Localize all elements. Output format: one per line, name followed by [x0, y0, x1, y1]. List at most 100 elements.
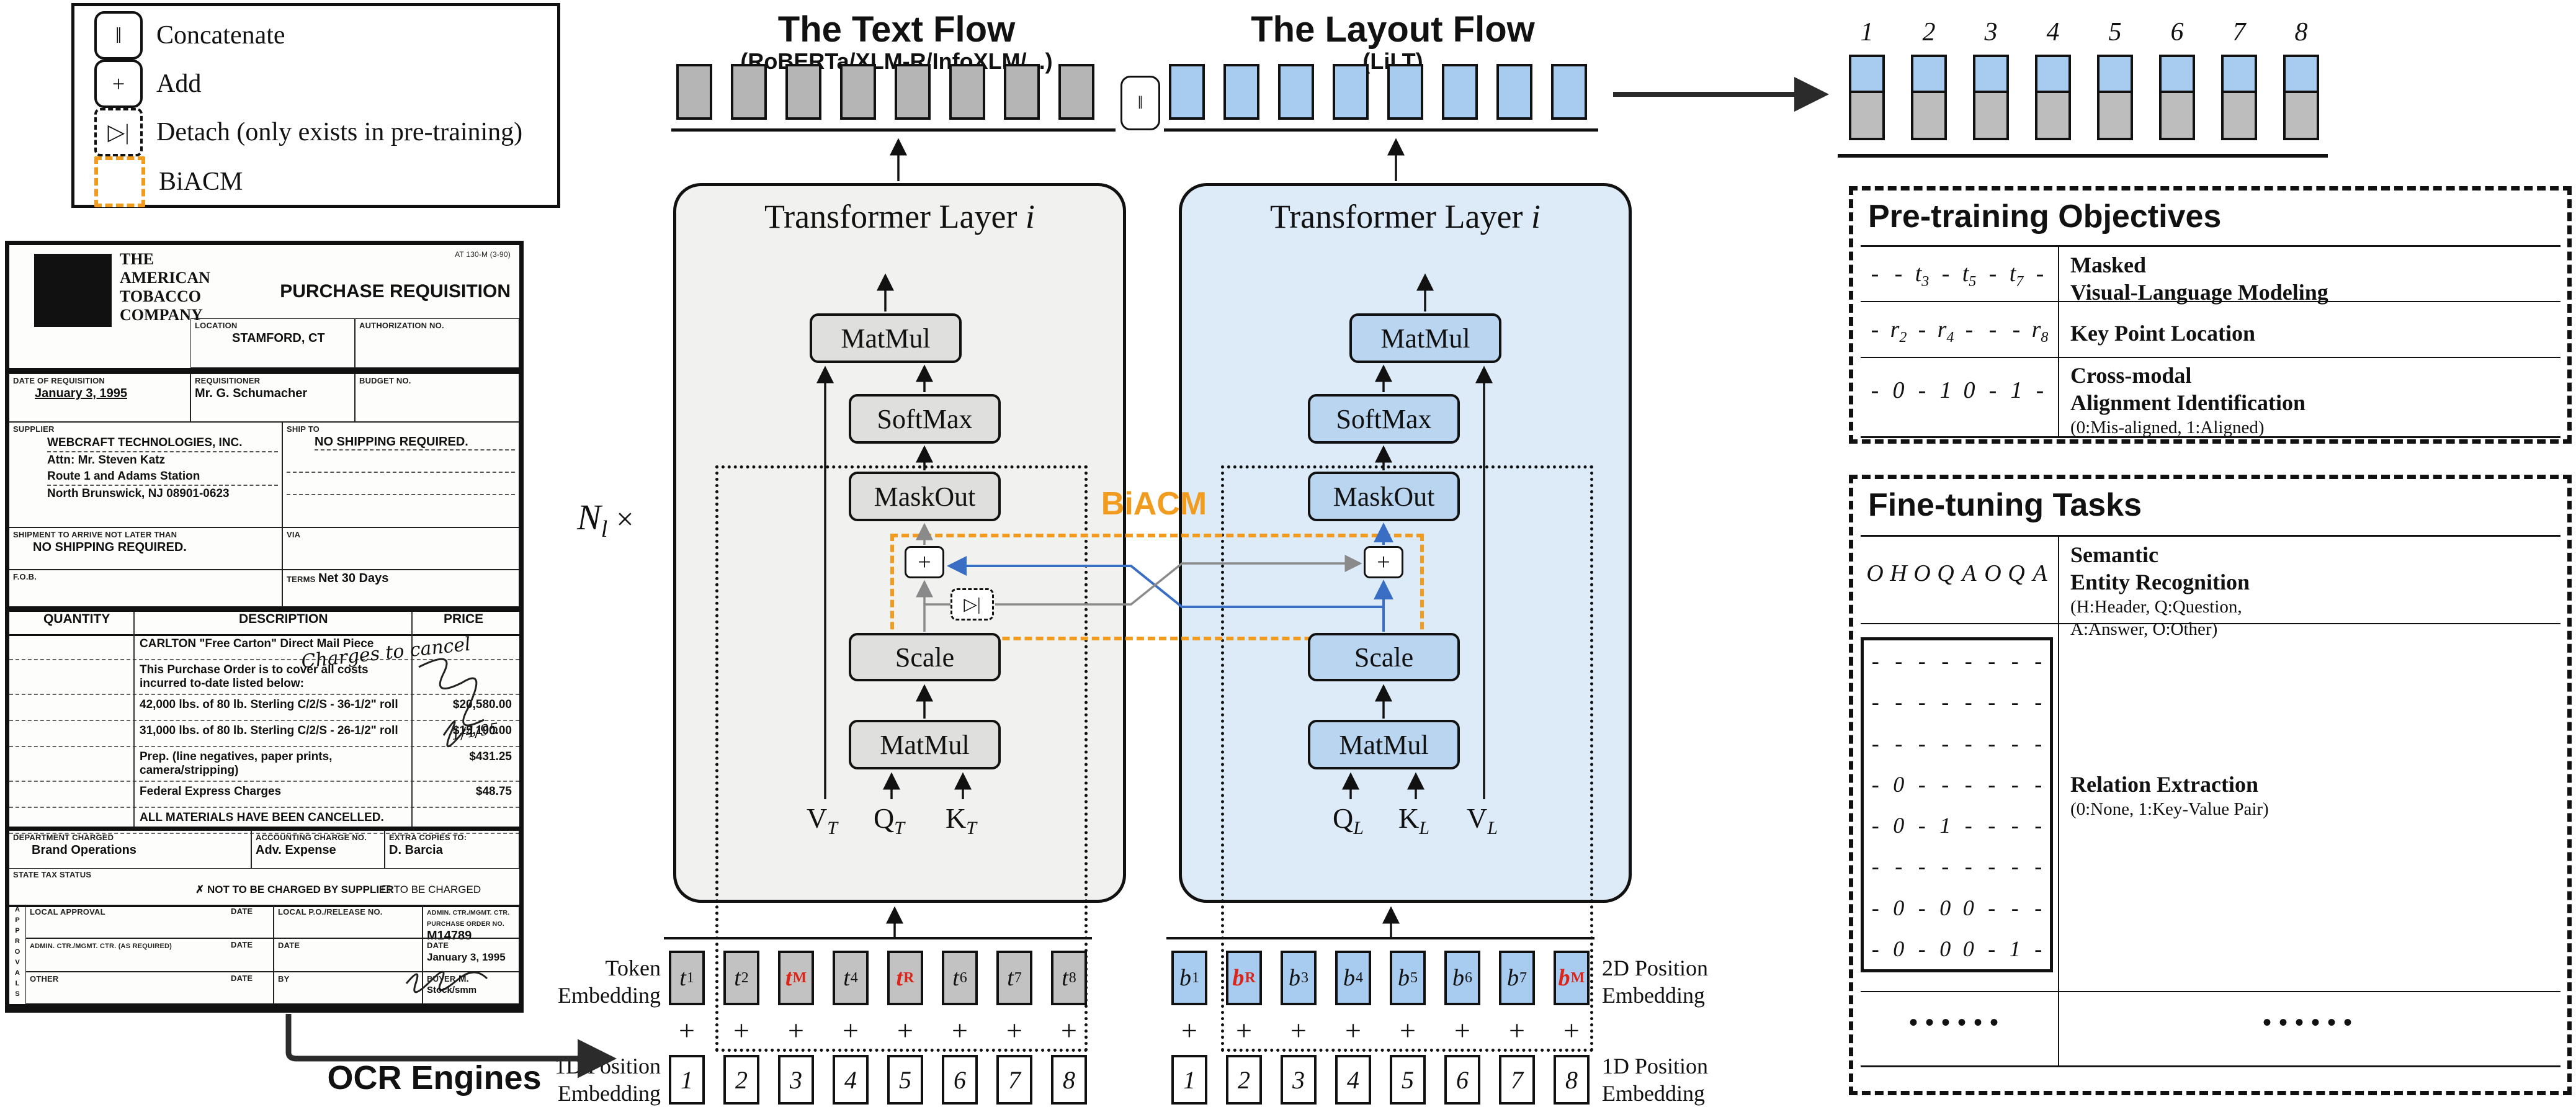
plus-sign: + [679, 1014, 695, 1046]
legend-item: +Add [74, 60, 557, 108]
approvals-letter: P [15, 927, 20, 934]
pretrain-value: 0 [1892, 377, 1905, 403]
output-bar: 8 [2283, 14, 2319, 140]
requisitioner-label: REQUISITIONER [195, 376, 261, 385]
plus-sign: + [1400, 1014, 1416, 1046]
underline [1164, 128, 1598, 132]
budget-label: BUDGET NO. [359, 376, 411, 385]
date-label: DATE [231, 940, 253, 949]
matrix-cell: - [1871, 895, 1879, 920]
date-label: DATE OF REQUISITION [13, 376, 105, 385]
output-text-part [1911, 93, 1947, 140]
matrix-cell: - [2011, 854, 2019, 879]
supplier-line: Route 1 and Adams Station [47, 468, 278, 486]
times-symbol: × [616, 501, 634, 536]
pos1d-embedding-cell: 4 [833, 1055, 869, 1105]
plus-sign: + [733, 1014, 749, 1046]
matrix-cell: - [2034, 771, 2042, 797]
supplier-value: WEBCRAFT TECHNOLOGIES, INC. Attn: Mr. St… [47, 435, 278, 502]
text-maskout: MaskOut [849, 472, 1001, 521]
output-text-part [1849, 93, 1885, 140]
plus-sign: + [1061, 1014, 1077, 1046]
subscript: T [827, 818, 838, 838]
pos1d-embedding-cell: 6 [1444, 1055, 1480, 1105]
matrix-cell: - [1918, 730, 1926, 756]
plus-sign: + [1454, 1014, 1470, 1046]
tax-option-1: ✗ NOT TO BE CHARGED BY SUPPLIER [195, 884, 394, 896]
matrix-cell: 0 [1893, 813, 1905, 838]
item-description: ALL MATERIALS HAVE BEEN CANCELLED. [140, 811, 384, 824]
label-line: Embedding [1602, 983, 1705, 1008]
plus-sign: + [1181, 1014, 1197, 1046]
matrix-cell: 0 [1962, 895, 1974, 920]
pretrain-value: - [2012, 316, 2021, 343]
pos1d-embedding-cell: 8 [1554, 1055, 1590, 1105]
divider [9, 607, 519, 612]
table-line [1861, 436, 2560, 438]
pos2d-label: 2D Position Embedding [1602, 954, 1745, 1009]
approvals-letter: V [15, 959, 20, 966]
output-bar-index: 7 [2232, 18, 2246, 47]
date-cell: DATE OF REQUISITION January 3, 1995 [9, 374, 190, 422]
matrix-cell: - [2034, 895, 2042, 920]
layout-state-bar [1387, 64, 1423, 120]
label-note: (0:Mis-aligned, 1:Aligned) [2070, 418, 2265, 437]
legend-item: BiACM [74, 156, 557, 207]
price-header: PRICE [444, 612, 484, 626]
location-cell: LOCATION STAMFORD, CT [190, 318, 355, 368]
table-row: CARLTON "Free Carton" Direct Mail Piece [9, 634, 519, 660]
text-state-bar [840, 64, 876, 120]
via-label: VIA [287, 530, 301, 539]
date-cell-2: DATE [274, 938, 423, 972]
table-line [1861, 301, 2560, 302]
pretrain-value: 0 [1963, 377, 1975, 403]
pretrain-value: 1 [1939, 377, 1952, 403]
arrive-label: SHIPMENT TO ARRIVE NOT LATER THAN [13, 530, 177, 539]
text-state-bar [676, 64, 712, 120]
buyer-cell: BUYER M. Stock/smm [423, 972, 519, 1004]
label-note: A:Answer, O:Other) [2070, 619, 2218, 639]
text-state-bar [949, 64, 985, 120]
attention-module-boundary [1221, 465, 1593, 1052]
pretrain-value: - [1871, 377, 1879, 403]
item-price: $20,580.00 [452, 698, 512, 711]
matrix-cell: - [1941, 648, 1949, 674]
layout-query-input-label: QL [1333, 802, 1364, 839]
plus-sign: + [897, 1014, 913, 1046]
matrix-cell: - [1988, 936, 1996, 961]
output-bar-index: 1 [1860, 18, 1874, 47]
table-row: Federal Express Charges$48.75 [9, 782, 519, 808]
supplier-line: North Brunswick, NJ 08901-0623 [47, 487, 230, 500]
matrix-cell: 0 [1939, 895, 1951, 920]
acct-cell: ACCOUNTING CHARGE NO. Adv. Expense [251, 830, 385, 869]
admin-ctr-label: ADMIN. CTR./MGMT. CTR. (AS REQUIRED) [30, 943, 172, 950]
matrix-cell: - [1964, 730, 1972, 756]
supplier-line: WEBCRAFT TECHNOLOGIES, INC. [47, 435, 278, 452]
qty-header: QUANTITY [43, 612, 110, 626]
matrix-cell: - [1941, 854, 1949, 879]
requisitioner-value: Mr. G. Schumacher [195, 387, 308, 400]
terms-cell: TERMS Net 30 Days [282, 570, 519, 607]
pos1d-embedding-cell: 1 [669, 1055, 705, 1105]
bracket-line [664, 937, 1092, 939]
pretrain-value: r8 [2031, 316, 2049, 346]
pos1d-embedding-cell: 5 [887, 1055, 923, 1105]
matrix-cell: - [2034, 730, 2042, 756]
item-price: $48.75 [475, 785, 512, 798]
item-description: 31,000 lbs. of 80 lb. Sterling C/2/S - 2… [140, 724, 398, 737]
text-value-input-label: VT [807, 802, 838, 839]
matrix-cell: - [1895, 854, 1903, 879]
pretrain-value: - [1988, 261, 1997, 287]
matrix-cell: - [1871, 648, 1879, 674]
label-note: (0:None, 1:Key-Value Pair) [2070, 799, 2269, 819]
label-line: Entity Recognition [2070, 570, 2250, 594]
